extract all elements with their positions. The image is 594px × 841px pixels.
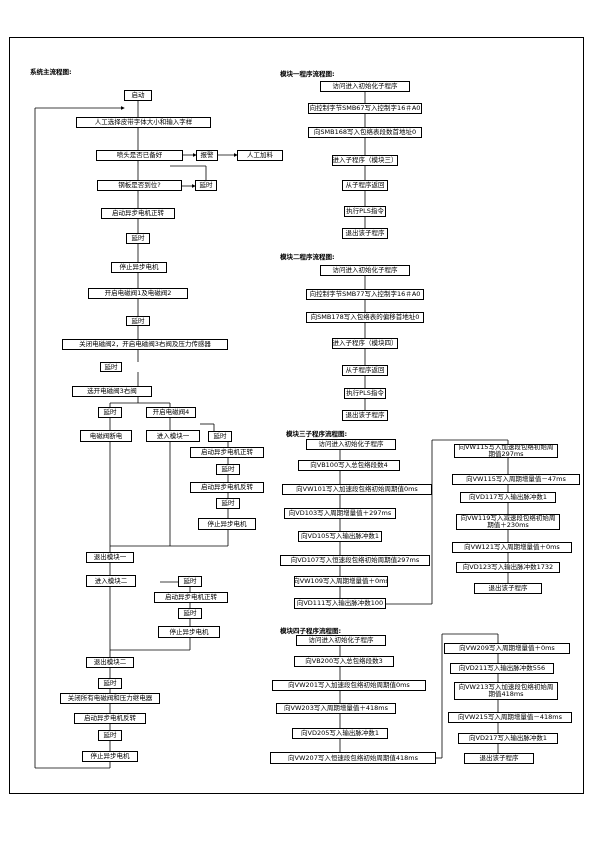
m1-step-4: 进入子程序（模块三） [332, 155, 398, 166]
alarm-node: 报警 [196, 150, 218, 161]
delay-node-d: 延时 [100, 362, 122, 372]
m3-step-4: 向VD103写入周期增量值＋297ms [284, 508, 396, 519]
module3-title: 模块三子程序流程图: [286, 430, 348, 438]
m3-step-3: 向VW101写入加速段包络初始周期值0ms [282, 484, 432, 495]
m1-step-1: 访问进入初始化子程序 [320, 81, 410, 92]
exit-module2-node: 退出模块二 [86, 657, 134, 668]
delay-node-c: 延时 [126, 316, 150, 326]
close-valve2-node: 关闭电磁阀2，开启电磁阀3右阀及压力传感器 [62, 339, 228, 350]
delay-node-f: 延时 [208, 431, 232, 442]
m3-step-7: 向VW109写入周期增量值＋0ms [294, 576, 388, 587]
valve-power-off-node: 电磁阀断电 [80, 430, 132, 442]
open-valves-node: 开启电磁阀1及电磁阀2 [88, 288, 188, 299]
m1-step-3: 向SMB168写入包络表段数首地址0 [308, 127, 422, 138]
open-valve4-node: 开启电磁阀4 [146, 407, 196, 418]
delay-node-g: 延时 [216, 464, 240, 475]
check-nozzle-node: 喷头是否已备好 [96, 150, 183, 161]
async-forward-3-node: 启动异步电机正转 [154, 592, 228, 603]
module4-title: 模块四子程序流程图: [280, 627, 342, 635]
m3-step-12: 向VW119写入减速段包络初始周期值＋230ms [456, 514, 560, 530]
stop-async-4-node: 停止异步电机 [82, 751, 138, 762]
async-motor-forward-node: 启动异步电机正转 [101, 208, 175, 219]
enter-module1-node: 进入模块一 [146, 430, 200, 442]
delay-node-l: 延时 [98, 730, 122, 741]
m4-step-1: 访问进入初始化子程序 [296, 635, 386, 646]
m2-step-3: 向SMB178写入包络表的偏移首地址0 [306, 312, 424, 323]
m1-step-5: 从子程序返回 [342, 180, 388, 191]
m3-step-5: 向VD105写入输出脉冲数1 [298, 531, 382, 542]
m3-step-10: 向VW115写入周期增量值－47ms [452, 474, 580, 485]
manual-feed-node: 人工加料 [237, 150, 283, 161]
m4-step-2: 向VB200写入总包络段数3 [294, 656, 394, 667]
delay-node-k: 延时 [98, 678, 122, 689]
delay-node-a: 延时 [195, 180, 217, 191]
drawing-frame [9, 37, 584, 794]
m3-step-1: 访问进入初始化子程序 [306, 439, 396, 450]
m2-step-7: 退出该子程序 [342, 410, 388, 421]
m1-step-6: 执行PLS指令 [344, 206, 386, 217]
m3-step-8: 向VD111写入输出脉冲数100 [294, 598, 386, 609]
m4-step-8: 向VD211写入输出脉冲数556 [450, 663, 554, 674]
m2-step-5: 从子程序返回 [342, 365, 388, 376]
m4-step-7: 向VW209写入周期增量值＋0ms [444, 643, 570, 654]
delay-node-h: 延时 [216, 498, 240, 509]
async-forward-2-node: 启动异步电机正转 [190, 447, 264, 458]
module2-title: 模块二程序流程图: [280, 253, 335, 261]
stop-async-motor-node: 停止异步电机 [111, 262, 167, 273]
exit-module1-node: 退出模块一 [86, 552, 134, 563]
m4-step-9: 向VW213写入加速段包络初始周期值418ms [454, 682, 558, 700]
m1-step-7: 退出该子程序 [342, 228, 388, 239]
delay-node-e: 延时 [98, 407, 122, 418]
m3-step-6: 向VD107写入恒速段包络初始周期值297ms [280, 555, 430, 566]
m4-step-6: 向VW207写入恒速段包络初始周期值418ms [270, 752, 436, 764]
m2-step-2: 向控制字节SMB77写入控制字16＃A0 [306, 289, 424, 300]
module1-title: 模块一程序流程图: [280, 70, 335, 78]
delay-node-j: 延时 [178, 608, 202, 619]
m4-step-5: 向VD205写入输出脉冲数1 [292, 728, 388, 739]
m3-step-13: 向VW121写入周期增量值＋0ms [452, 542, 572, 553]
plate-in-place-node: 钢板是否到位? [97, 180, 182, 191]
m2-step-6: 执行PLS指令 [344, 388, 386, 399]
input-font-size-node: 人工选择皮带字体大小和输入字样 [76, 117, 211, 128]
async-reverse-2-node: 启动异步电机反转 [74, 713, 146, 724]
enter-module2-node: 进入模块二 [86, 575, 136, 587]
m3-step-9: 向VW115写入加速段包络初始周期值297ms [454, 444, 558, 458]
delay-node-i: 延时 [178, 576, 202, 587]
close-all-valves-node: 关闭所有电磁阀和压力继电器 [60, 693, 160, 704]
m4-step-4: 向VW203写入周期增量值＋418ms [276, 703, 396, 714]
m2-step-1: 访问进入初始化子程序 [320, 265, 410, 276]
select-valve3-node: 选开电磁阀3右阀 [72, 386, 152, 397]
m3-step-15: 退出该子程序 [474, 583, 542, 594]
m3-step-2: 向VB100写入总包络段数4 [298, 460, 400, 471]
m3-step-14: 向VD123写入输出脉冲数1732 [456, 562, 560, 573]
m2-step-4: 进入子程序（模块四） [332, 338, 398, 349]
async-reverse-node: 启动异步电机反转 [190, 482, 264, 493]
stop-async-3-node: 停止异步电机 [158, 626, 220, 638]
m4-step-11: 向VD217写入输出脉冲数1 [458, 733, 558, 744]
start-node: 启动 [124, 90, 152, 101]
m4-step-3: 向VW201写入加速段包络初始周期值0ms [272, 680, 426, 691]
m1-step-2: 向控制字节SMB67写入控制字16＃A0 [308, 103, 422, 114]
m3-step-11: 向VD117写入输出脉冲数1 [460, 492, 556, 503]
m4-step-12: 退出该子程序 [464, 753, 534, 764]
main-flow-title: 系统主流程图: [30, 68, 72, 76]
delay-node-b: 延时 [126, 233, 150, 244]
m4-step-10: 向VW215写入周期增量值－418ms [448, 712, 572, 723]
stop-async-2-node: 停止异步电机 [198, 518, 256, 530]
